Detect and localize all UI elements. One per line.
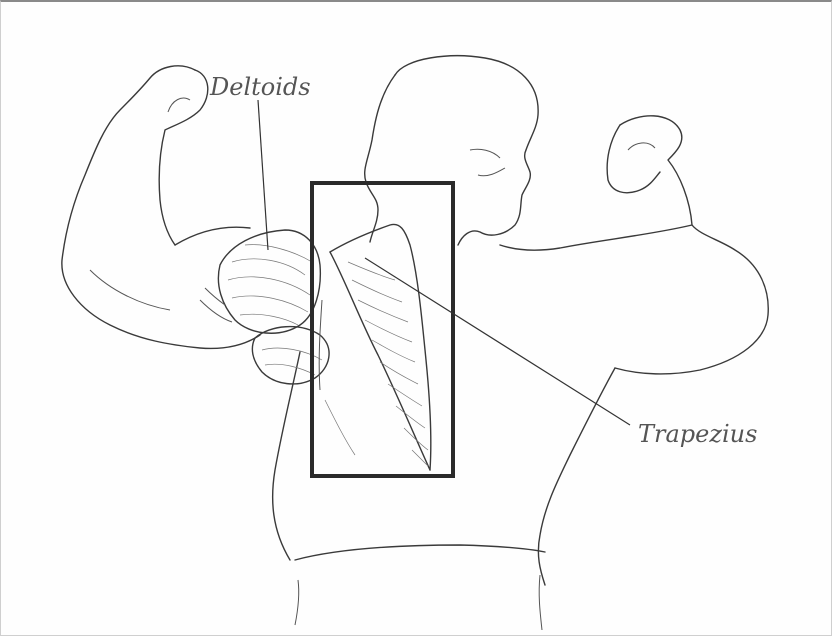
- right-arm-outline: [500, 116, 768, 374]
- trapezius-leader-line: [365, 258, 630, 425]
- trapezius-label: Trapezius: [638, 420, 757, 448]
- deltoids-label: Deltoids: [209, 73, 311, 101]
- deltoid-muscle: [200, 230, 329, 384]
- torso-outline: [273, 352, 615, 630]
- trapezius-muscle: [319, 224, 431, 470]
- deltoids-leader-line: [258, 100, 268, 250]
- left-arm-outline: [62, 66, 260, 349]
